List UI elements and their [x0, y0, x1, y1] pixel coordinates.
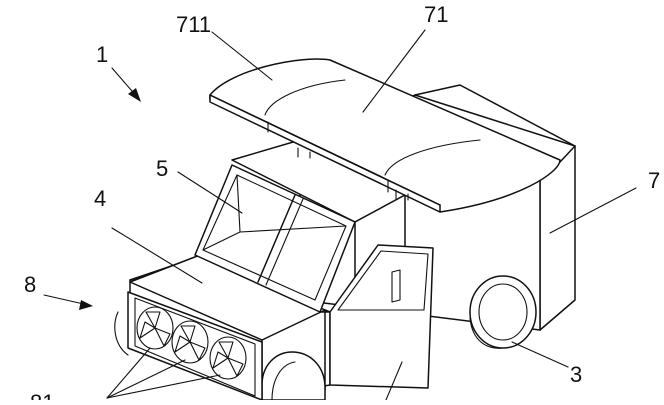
label-8: 8	[24, 272, 36, 297]
front-module	[114, 291, 263, 401]
label-7: 7	[648, 168, 660, 193]
front-wheel	[261, 351, 326, 401]
arrowheads	[79, 88, 141, 310]
label-4: 4	[94, 186, 106, 211]
label-711: 711	[176, 12, 211, 37]
arrow-front-module-icon	[79, 300, 93, 310]
roof-panel	[209, 58, 561, 213]
label-5: 5	[156, 156, 168, 181]
label-81: 81	[30, 390, 54, 400]
arrow-vehicle-icon	[128, 88, 141, 102]
fan-middle	[171, 320, 209, 364]
label-71: 71	[424, 2, 448, 27]
label-3: 3	[570, 362, 582, 387]
label-1: 1	[96, 42, 108, 67]
open-door	[329, 244, 434, 389]
fan-right	[209, 336, 247, 380]
windshield	[194, 164, 356, 313]
fan-left	[136, 306, 174, 350]
rear-wheel	[469, 275, 537, 349]
